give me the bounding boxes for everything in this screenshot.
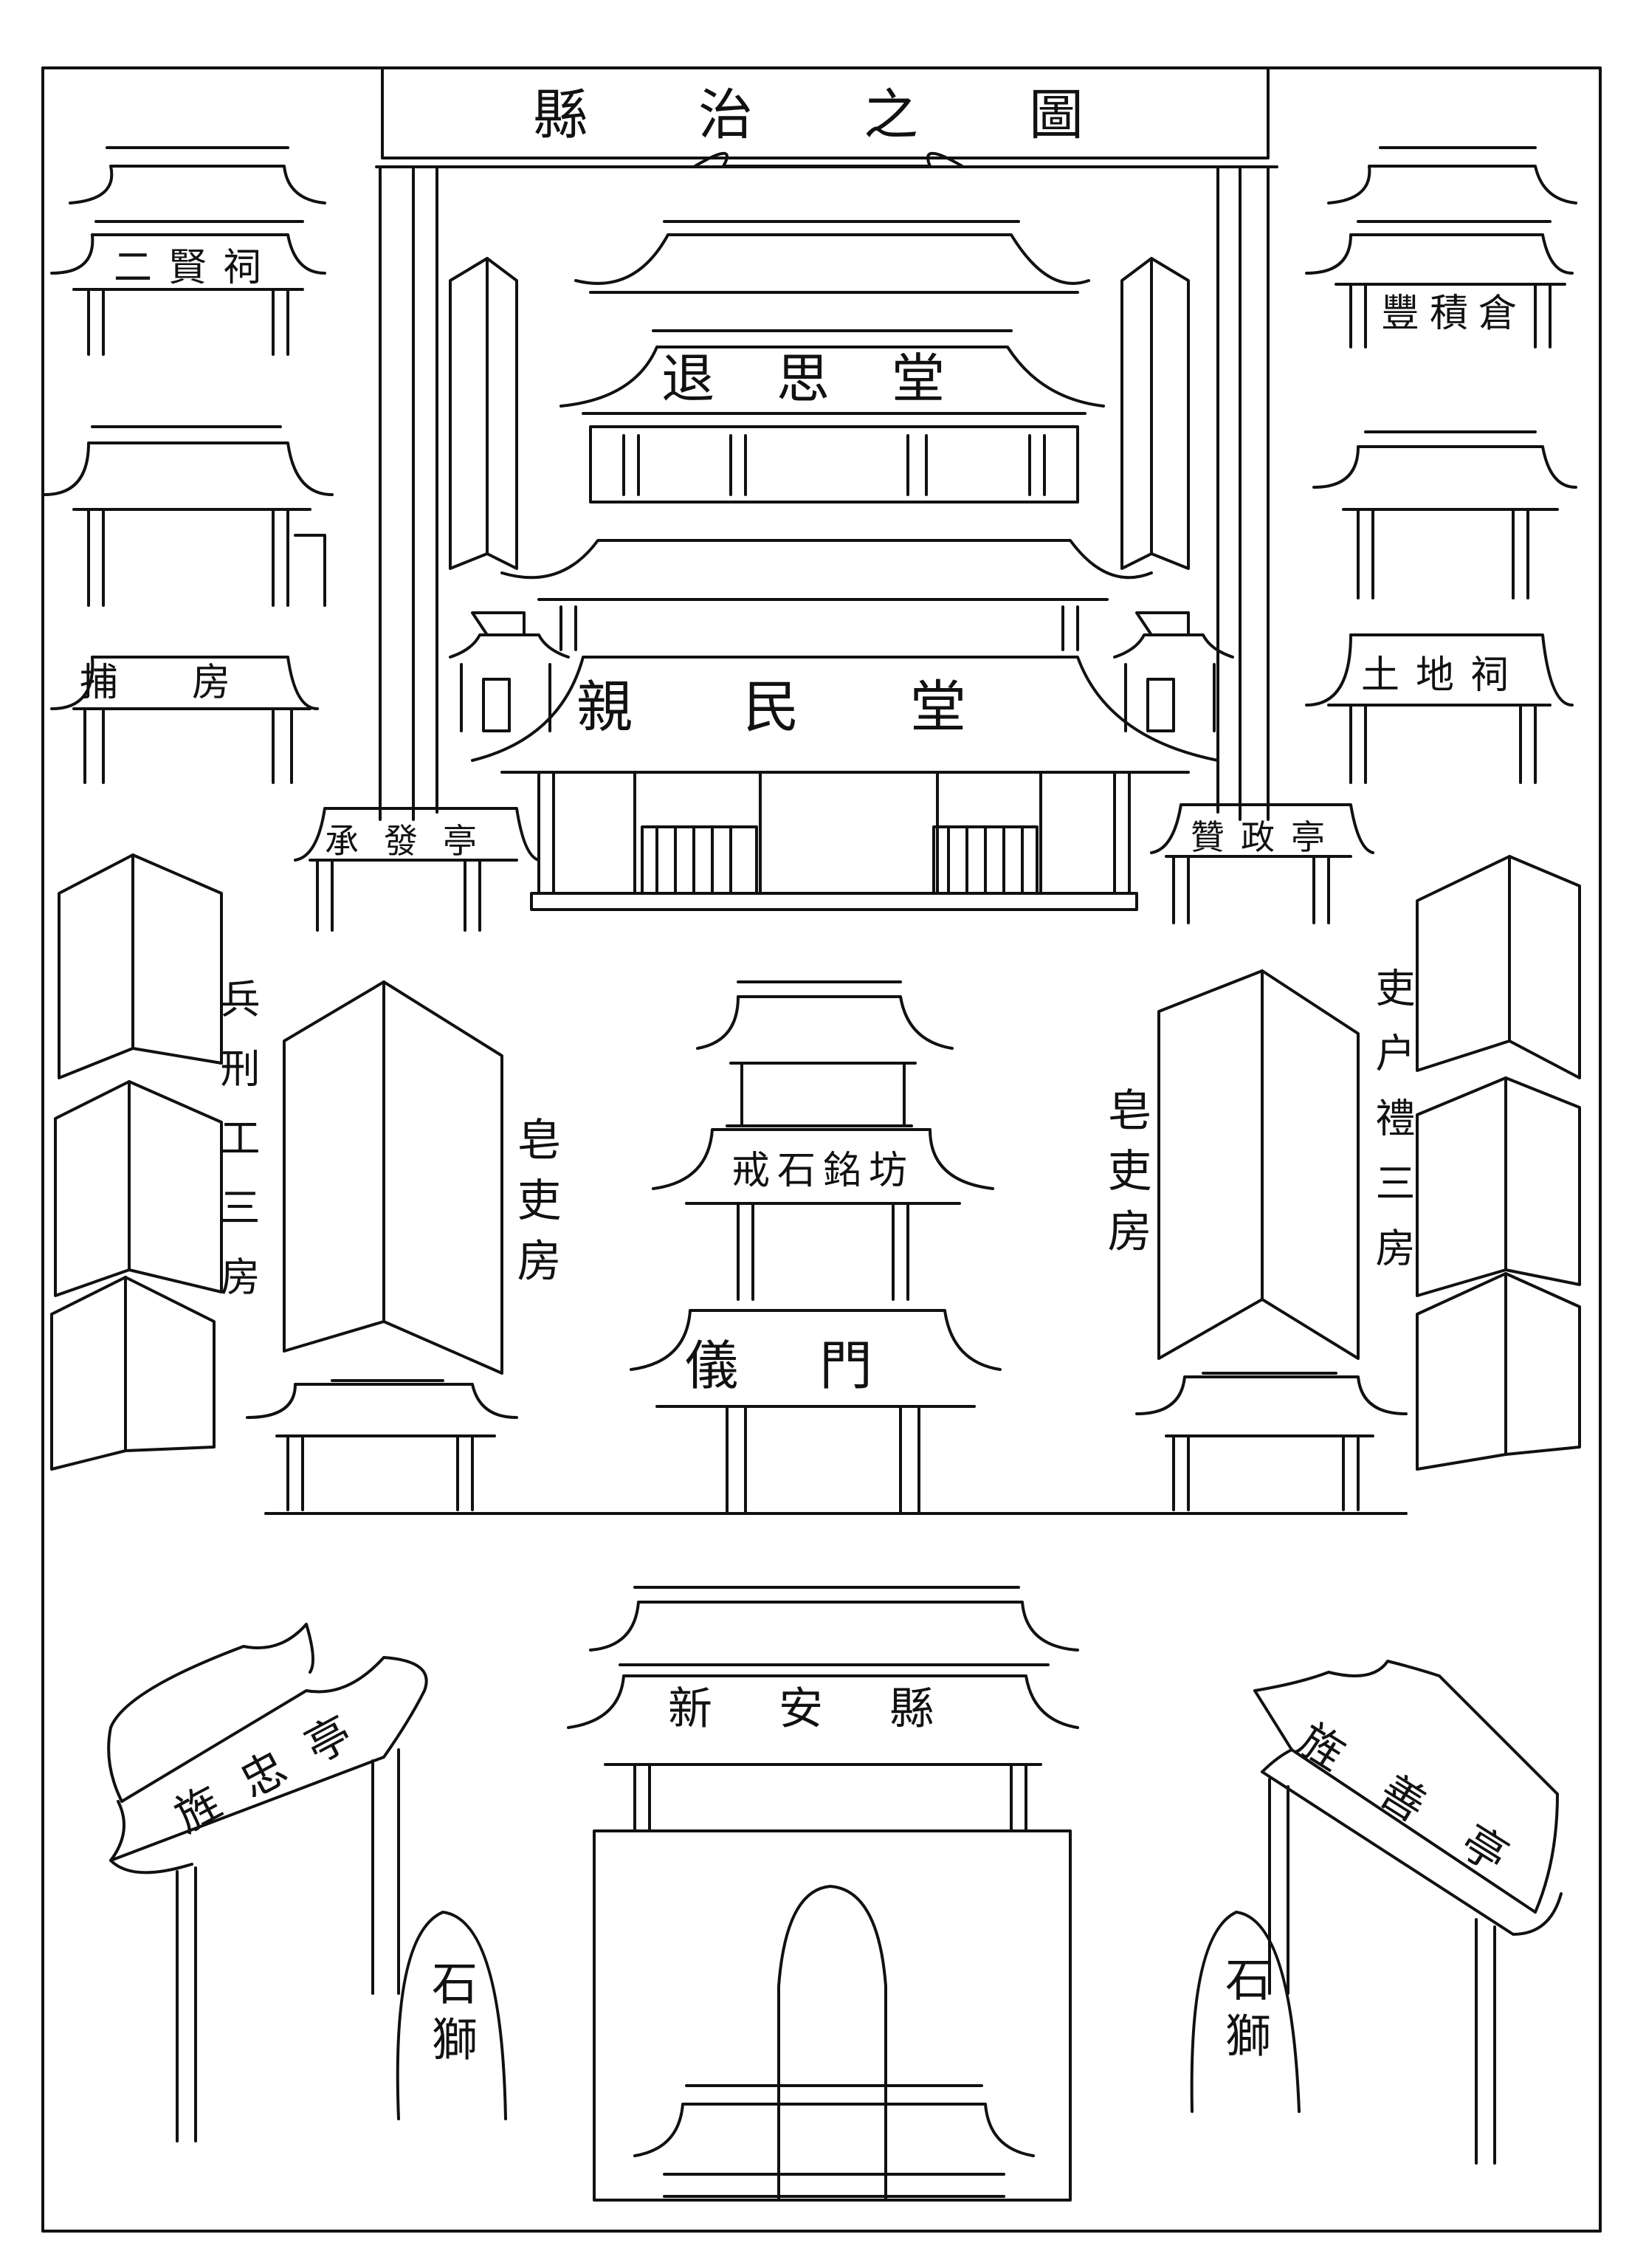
zan-zheng-ting-building [1150,803,1374,924]
left-gate-pavilion [246,1379,518,1511]
tui-si-tang-label: 退思堂 [661,348,1007,410]
right-hall-building [1312,430,1577,599]
xin-an-xian-label: 新安縣 [668,1683,1000,1735]
yi-men-label: 儀門 [684,1335,954,1397]
cheng-fa-ting-label: 承發亭 [325,821,502,861]
er-xian-ci-building [50,146,326,356]
xin-an-xian-gate [567,1586,1079,2202]
small-pavilions-flank [449,611,1234,732]
zao-li-fang-right-label: 皂吏房 [1100,1087,1151,1268]
zao-li-fang-left-label: 皂吏房 [509,1116,561,1298]
jie-shi-ming-fang-building [652,980,994,1301]
li-hu-li-san-fang-label: 吏户禮三房 [1368,967,1415,1292]
left-hall-building [43,425,334,607]
yi-men-building [630,1309,1002,1515]
bu-fang-label: 捕房 [79,661,304,705]
zan-zheng-ting-label: 贊政亭 [1191,817,1341,857]
right-gate-pavilion [1135,1372,1408,1511]
shi-shi-right-label: 石獅 [1217,1956,1271,2068]
jie-shi-ming-fang-label: 戒石銘坊 [731,1149,915,1193]
stone-lion-right-outline [1190,1911,1301,2113]
courtyard-posts [379,165,1270,821]
bing-xing-gong-san-fang-label: 兵刑工三房 [213,978,260,1325]
shi-shi-left-label: 石獅 [424,1959,478,2072]
qin-min-tang-label: 親民堂 [576,674,1077,740]
front-gate-building [633,2084,1035,2198]
feng-ji-cang-building [1305,146,1577,348]
right-tall-screen [1157,969,1360,1360]
tu-di-ci-label: 土地祠 [1361,653,1526,698]
tui-si-tang-building [559,151,1105,504]
feng-ji-cang-label: 豐積倉 [1381,292,1528,336]
side-screens-upper [449,257,1190,570]
er-xian-ci-label: 二賢祠 [114,246,278,290]
qin-min-tang-building [471,539,1219,911]
right-three-rooms [1416,855,1581,1471]
stone-lion-left-outline [396,1911,507,2120]
left-three-rooms [50,853,223,1471]
jing-zhong-ting-building [107,1623,428,2142]
jing-shan-ting-building [1253,1660,1563,2165]
bu-fang-building [50,656,319,784]
tu-di-ci-building [1305,633,1574,784]
map-title: 縣治之圖 [472,83,1255,147]
left-tall-screen [283,980,503,1375]
cheng-fa-ting-building [294,807,540,932]
map-title-text: 縣治之圖 [533,83,1194,147]
